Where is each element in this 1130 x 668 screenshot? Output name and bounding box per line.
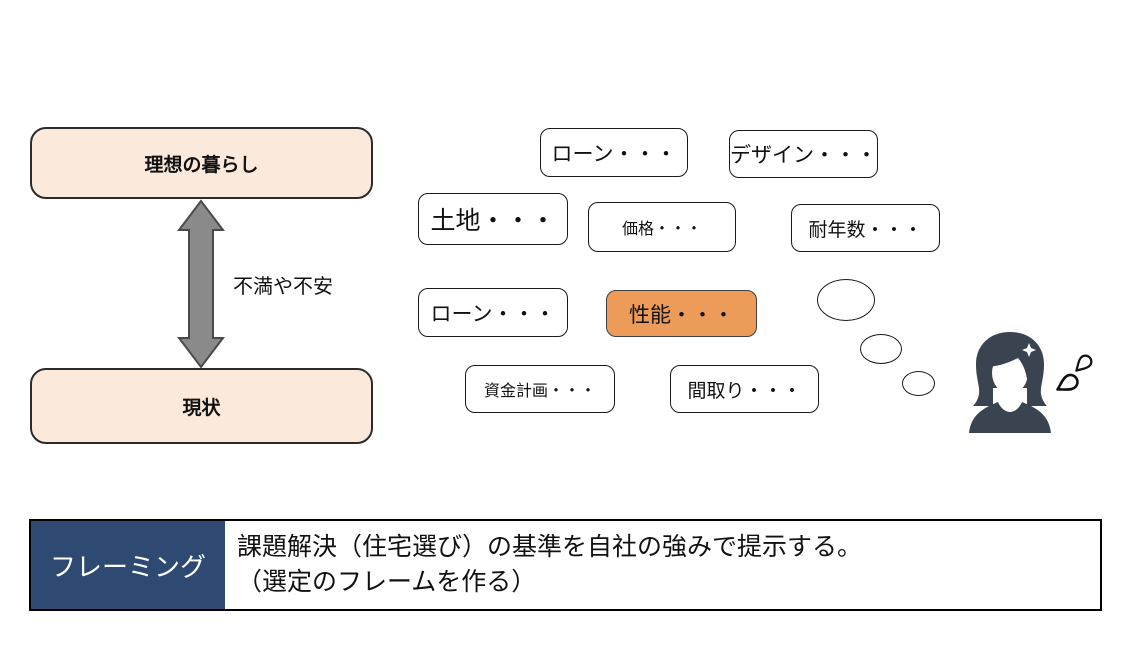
bubble-loan-mid: ローン・・・	[418, 288, 568, 337]
framing-description-line2: （選定のフレームを作る）	[237, 568, 537, 596]
double-arrow-icon	[170, 199, 232, 369]
thought-ellipse-small	[902, 371, 935, 396]
current-state-box: 現状	[30, 368, 373, 444]
bubble-label: 間取り・・・	[687, 380, 802, 402]
framing-title-cell: フレーミング	[31, 521, 225, 609]
thought-ellipse-large	[817, 279, 875, 321]
bubble-label: デザイン・・・	[730, 144, 877, 167]
bubble-label: 価格・・・	[621, 221, 702, 238]
gap-label: 不満や不安	[233, 276, 333, 298]
framing-title-label: フレーミング	[49, 551, 206, 582]
bubble-label: 耐年数・・・	[808, 219, 923, 241]
bubble-floor-plan: 間取り・・・	[670, 365, 819, 413]
bubble-label: ローン・・・	[551, 142, 677, 166]
bubble-performance-highlighted: 性能・・・	[606, 290, 757, 337]
framing-description-cell: 課題解決（住宅選び）の基準を自社の強みで提示する。 （選定のフレームを作る）	[225, 521, 1100, 609]
bubble-label: ローン・・・	[430, 302, 556, 326]
ideal-life-label: 理想の暮らし	[144, 154, 259, 176]
bubble-price: 価格・・・	[588, 202, 736, 252]
current-state-label: 現状	[182, 397, 221, 419]
bubble-design: デザイン・・・	[729, 130, 878, 178]
framing-bar: フレーミング 課題解決（住宅選び）の基準を自社の強みで提示する。 （選定のフレー…	[29, 519, 1102, 611]
sweat-drops-icon	[1050, 352, 1102, 404]
framing-description-line1: 課題解決（住宅選び）の基準を自社の強みで提示する。	[237, 533, 863, 561]
bubble-durability: 耐年数・・・	[791, 204, 940, 252]
ideal-life-box: 理想の暮らし	[30, 127, 373, 199]
woman-face-icon	[965, 330, 1055, 433]
bubble-label: 性能・・・	[629, 303, 734, 327]
bubble-label: 土地・・・	[430, 207, 556, 235]
bubble-funding-plan: 資金計画・・・	[465, 365, 615, 413]
bubble-land: 土地・・・	[418, 193, 568, 245]
thought-ellipse-medium	[860, 334, 902, 364]
bubble-label: 資金計画・・・	[483, 383, 596, 400]
bubble-loan-top: ローン・・・	[540, 128, 688, 177]
